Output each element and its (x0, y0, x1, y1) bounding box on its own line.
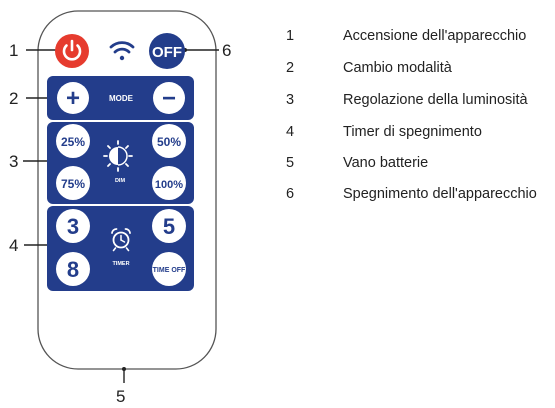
dim-50-label: 50% (157, 135, 181, 149)
timer-3-button[interactable]: 3 (56, 209, 90, 243)
timer-off-label: TIME OFF (153, 267, 186, 274)
dim-75-button[interactable]: 75% (56, 166, 90, 200)
timer-8-label: 8 (67, 257, 79, 282)
mode-label: MODE (109, 94, 134, 103)
legend-text: Regolazione della luminosità (343, 92, 528, 108)
callout-2: 2 (9, 89, 18, 108)
dim-25-button[interactable]: 25% (56, 124, 90, 158)
legend-text: Spegnimento dell'apparecchio (343, 186, 537, 202)
legend-text: Timer di spegnimento (343, 124, 482, 140)
power-button[interactable] (55, 34, 89, 68)
legend-text: Vano batterie (343, 155, 429, 171)
leader-dot-5 (122, 367, 126, 371)
legend-text: Cambio modalità (343, 60, 452, 76)
callout-5: 5 (116, 387, 125, 406)
wifi-icon (109, 41, 135, 61)
legend-number: 3 (286, 92, 295, 108)
timer-8-button[interactable]: 8 (56, 252, 90, 286)
mode-minus-label: − (162, 85, 176, 112)
mode-minus-button[interactable]: − (153, 82, 185, 114)
dim-100-button[interactable]: 100% (152, 166, 186, 200)
legend-number: 5 (286, 155, 295, 171)
off-button-label: OFF (152, 44, 182, 61)
mode-plus-button[interactable]: + (57, 82, 89, 114)
alarm-clock-icon (111, 228, 131, 252)
timer-5-label: 5 (163, 214, 175, 239)
callout-4: 4 (9, 236, 18, 255)
dim-25-label: 25% (61, 135, 85, 149)
off-button[interactable]: OFF (149, 33, 185, 69)
dim-100-label: 100% (155, 179, 183, 191)
legend-number: 6 (286, 186, 295, 202)
legend-number: 4 (286, 124, 295, 140)
callout-1: 1 (9, 41, 18, 60)
mode-plus-label: + (66, 85, 80, 112)
callout-3: 3 (9, 152, 18, 171)
dim-icon (103, 140, 133, 172)
timer-3-label: 3 (67, 214, 79, 239)
leader-lines (23, 49, 219, 383)
timer-label: TIMER (112, 261, 129, 267)
power-icon (62, 39, 82, 61)
timer-5-button[interactable]: 5 (152, 209, 186, 243)
legend-number: 2 (286, 60, 295, 76)
callout-6: 6 (222, 41, 231, 60)
dim-50-button[interactable]: 50% (152, 124, 186, 158)
dim-label: DIM (115, 178, 126, 184)
dim-75-label: 75% (61, 177, 85, 191)
legend-text: Accensione dell'apparecchio (343, 28, 527, 44)
timer-off-button[interactable]: TIME OFF (152, 252, 186, 286)
legend-number: 1 (286, 28, 295, 44)
